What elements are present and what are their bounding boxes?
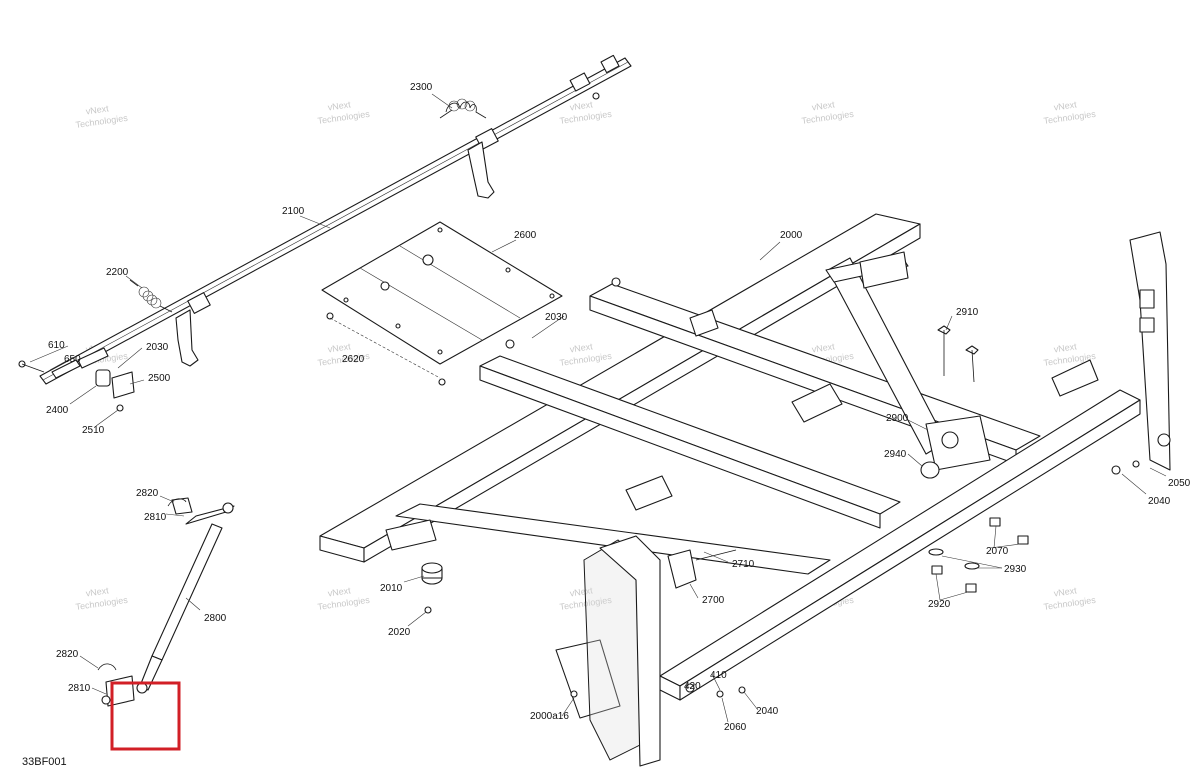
callout-2400: 2400: [46, 405, 69, 416]
callout-2030b: 2030: [146, 342, 169, 353]
leader-lines: [29, 93, 1167, 723]
callout-2700: 2700: [702, 595, 725, 606]
callout-2000: 2000: [780, 230, 803, 241]
spring-2300: [439, 98, 487, 119]
svg-text:vNext: vNext: [1053, 341, 1078, 354]
svg-text:vNext: vNext: [569, 99, 594, 112]
callout-2500: 2500: [148, 373, 171, 384]
callout-2620: 2620: [342, 354, 365, 365]
shaft-assembly: [18, 54, 632, 412]
svg-text:vNext: vNext: [811, 341, 836, 354]
callout-2900: 2900: [886, 413, 909, 424]
callout-410: 410: [710, 670, 727, 681]
svg-text:Technologies: Technologies: [559, 109, 613, 126]
callout-2710: 2710: [732, 559, 755, 570]
callout-2820a: 2820: [136, 488, 159, 499]
figure-id: 33BF001: [22, 756, 67, 768]
callout-2940: 2940: [884, 449, 907, 460]
svg-text:vNext: vNext: [569, 341, 594, 354]
callout-2040b: 2040: [756, 706, 779, 717]
callout-2010: 2010: [380, 583, 403, 594]
highlight-box: [110, 681, 181, 751]
spring-2200: [129, 279, 173, 313]
callout-2030a: 2030: [545, 312, 568, 323]
callout-2000a16: 2000a16: [530, 711, 569, 722]
svg-text:vNext: vNext: [811, 99, 836, 112]
svg-text:vNext: vNext: [327, 585, 352, 598]
callout-650: 650: [64, 354, 81, 365]
hardware-items: [424, 92, 1171, 698]
svg-text:Technologies: Technologies: [801, 109, 855, 126]
callout-2910: 2910: [956, 307, 979, 318]
plate-2600: [321, 221, 563, 386]
callout-2060: 2060: [724, 722, 747, 733]
svg-text:vNext: vNext: [85, 585, 110, 598]
callout-2810a: 2810: [144, 512, 167, 523]
callout-2510: 2510: [82, 425, 105, 436]
svg-text:vNext: vNext: [327, 341, 352, 354]
svg-text:vNext: vNext: [1053, 585, 1078, 598]
callout-2050: 2050: [1168, 478, 1191, 489]
main-frame-2000: [319, 213, 1171, 767]
callout-2800: 2800: [204, 613, 227, 624]
callout-2300: 2300: [410, 82, 433, 93]
callout-2200: 2200: [106, 267, 129, 278]
callout-2070: 2070: [986, 546, 1009, 557]
svg-text:Technologies: Technologies: [1043, 595, 1097, 612]
callout-2020: 2020: [388, 627, 411, 638]
callout-2920: 2920: [928, 599, 951, 610]
callout-2810b: 2810: [68, 683, 91, 694]
svg-text:Technologies: Technologies: [75, 595, 129, 612]
svg-text:vNext: vNext: [1053, 99, 1078, 112]
svg-text:Technologies: Technologies: [317, 109, 371, 126]
callout-2600: 2600: [514, 230, 537, 241]
svg-text:vNext: vNext: [327, 99, 352, 112]
callout-labels: 2300 2100 2200 2600 2000 2030 2030 2620 2910 610 6…: [46, 82, 1191, 733]
svg-text:vNext: vNext: [569, 585, 594, 598]
svg-text:Technologies: Technologies: [1043, 109, 1097, 126]
callout-2930: 2930: [1004, 564, 1027, 575]
callout-420: 420: [684, 681, 701, 692]
svg-text:Technologies: Technologies: [317, 595, 371, 612]
callout-610: 610: [48, 340, 65, 351]
callout-2820b: 2820: [56, 649, 79, 660]
callout-2100: 2100: [282, 206, 305, 217]
svg-text:vNext: vNext: [85, 103, 110, 116]
svg-text:Technologies: Technologies: [559, 351, 613, 368]
svg-text:Technologies: Technologies: [75, 113, 129, 130]
callout-2040a: 2040: [1148, 496, 1171, 507]
